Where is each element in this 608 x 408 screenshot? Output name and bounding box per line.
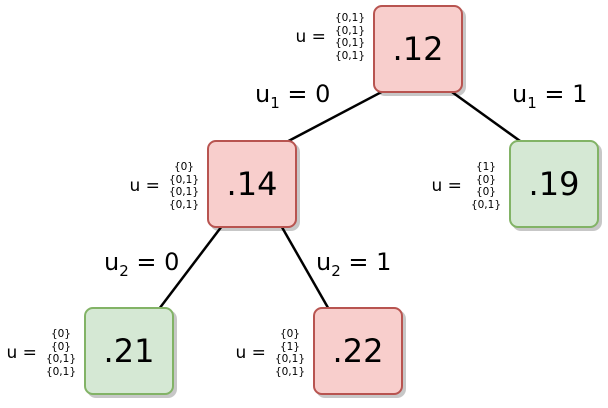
assignment-sets: {1}{0}{0}{0,1} xyxy=(471,161,501,211)
set-entry: {0,1} xyxy=(334,37,365,49)
assignment-sets: {0}{0,1}{0,1}{0,1} xyxy=(169,161,199,211)
assignment-label: u = xyxy=(129,176,160,196)
assignment-sets: {0}{1}{0,1}{0,1} xyxy=(275,328,305,378)
assignment-sets: {0,1}{0,1}{0,1}{0,1} xyxy=(335,12,365,62)
set-entry: {0} xyxy=(279,328,300,340)
node-u1-0: .14 xyxy=(207,140,297,228)
edge-label-index: 2 xyxy=(331,262,341,280)
edge-root-u1-1 xyxy=(444,85,528,148)
edge-label-var: u xyxy=(316,248,332,276)
node-u2-0: .21 xyxy=(84,307,174,395)
edge-root-u1-0 xyxy=(278,85,392,148)
edge-label-index: 1 xyxy=(270,94,280,112)
set-entry: {0,1} xyxy=(45,353,76,365)
edge-label-u1-1: u1 = 1 xyxy=(512,80,588,112)
set-entry: {0} xyxy=(475,173,496,186)
node-root: .12 xyxy=(373,5,463,93)
edge-label-index: 1 xyxy=(527,94,537,112)
assignment-label: u = xyxy=(235,343,266,363)
edge-label-value: = 1 xyxy=(340,248,392,276)
assignment-label: u = xyxy=(295,27,326,47)
node-u1-1: .19 xyxy=(509,140,599,228)
edge-label-var: u xyxy=(104,248,120,276)
set-entry: {0,1} xyxy=(274,365,305,378)
set-entry: {0} xyxy=(173,161,194,173)
node-value: .19 xyxy=(528,165,580,203)
set-entry: {0,1} xyxy=(334,49,365,62)
edge-label-var: u xyxy=(255,80,271,108)
node-value: .14 xyxy=(226,165,278,203)
edge-label-value: = 0 xyxy=(128,248,180,276)
set-entry: {0} xyxy=(50,340,71,353)
set-entry: {0} xyxy=(50,328,71,340)
set-entry: {1} xyxy=(279,340,300,353)
edge-label-u2-1: u2 = 1 xyxy=(316,248,392,280)
node-value: .22 xyxy=(332,332,384,370)
edge-label-var: u xyxy=(512,80,528,108)
set-entry: {0,1} xyxy=(274,353,305,365)
assignment-root: u ={0,1}{0,1}{0,1}{0,1} xyxy=(296,2,366,72)
assignment-sets: {0}{0}{0,1}{0,1} xyxy=(46,328,76,378)
set-entry: {0,1} xyxy=(334,12,365,24)
node-value: .21 xyxy=(103,332,155,370)
set-entry: {0,1} xyxy=(168,173,199,186)
node-value: .12 xyxy=(392,30,444,68)
assignment-u1-1: u ={1}{0}{0}{0,1} xyxy=(432,151,502,221)
set-entry: {1} xyxy=(475,161,496,173)
set-entry: {0,1} xyxy=(334,24,365,37)
edge-u1-0-u2-0 xyxy=(155,221,226,314)
set-entry: {0} xyxy=(475,186,496,198)
node-u2-1: .22 xyxy=(313,307,403,395)
assignment-label: u = xyxy=(6,343,37,363)
set-entry: {0,1} xyxy=(168,198,199,211)
edge-u1-0-u2-1 xyxy=(277,221,333,314)
assignment-u2-1: u ={0}{1}{0,1}{0,1} xyxy=(236,318,306,388)
edge-label-value: = 1 xyxy=(536,80,588,108)
set-entry: {0,1} xyxy=(168,186,199,198)
set-entry: {0,1} xyxy=(470,198,501,211)
assignment-u2-0: u ={0}{0}{0,1}{0,1} xyxy=(7,318,77,388)
edge-label-index: 2 xyxy=(119,262,129,280)
edge-label-u2-0: u2 = 0 xyxy=(104,248,180,280)
set-entry: {0,1} xyxy=(45,365,76,378)
assignment-u1-0: u ={0}{0,1}{0,1}{0,1} xyxy=(130,151,200,221)
edge-label-u1-0: u1 = 0 xyxy=(255,80,331,112)
edge-label-value: = 0 xyxy=(279,80,331,108)
assignment-label: u = xyxy=(431,176,462,196)
